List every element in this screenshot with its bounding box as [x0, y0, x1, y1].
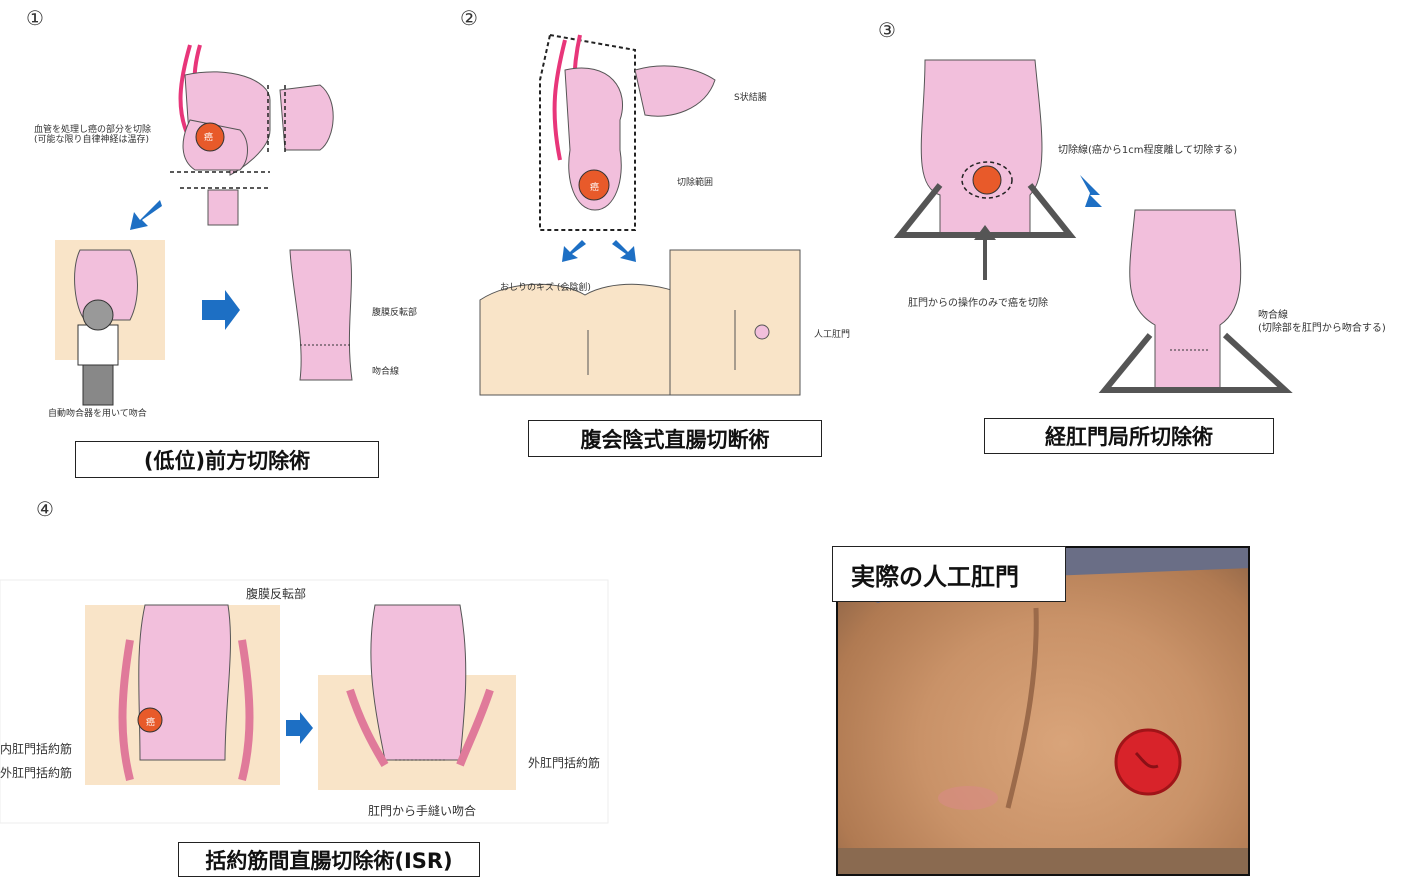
- p3-title: 経肛門局所切除術: [984, 418, 1274, 454]
- p4-peritoneal-label: 腹膜反転部: [246, 585, 306, 602]
- diagram-low-anterior-resection: [30, 40, 430, 420]
- p4-handsewn-label: 肛門から手縫い吻合: [368, 802, 476, 819]
- p3-anal-op-label: 肛門からの操作のみで癌を切除: [908, 294, 1048, 309]
- p2-stoma-label: 人工肛門: [814, 327, 850, 340]
- p1-stapler-label: 自動吻合器を用いて吻合: [48, 406, 147, 419]
- p2-cancer-label: 癌: [590, 180, 599, 193]
- p4-internal-label: 内肛門括約筋: [0, 740, 72, 757]
- photo-title: 実際の人工肛門: [832, 546, 1066, 602]
- diagram-abdominoperineal-resection: [470, 30, 860, 400]
- p2-range-label: 切除範囲: [677, 175, 713, 188]
- p2-sigmoid-label: S状結腸: [734, 90, 767, 103]
- p4-title: 括約筋間直腸切除術(ISR): [178, 842, 480, 877]
- p2-title: 腹会陰式直腸切断術: [528, 420, 822, 457]
- diagram-intersphincteric-resection: [0, 580, 610, 825]
- p1-cancer-label: 癌: [204, 130, 213, 143]
- p1-peritoneal-label: 腹膜反転部: [372, 305, 417, 318]
- p3-cutline-label: 切除線(癌から1cm程度離して切除する): [1058, 141, 1237, 156]
- p3-anast-sub-label: (切除部を肛門から吻合する): [1258, 319, 1386, 334]
- p1-title: (低位)前方切除術: [75, 441, 379, 478]
- p1-vessel-sub-label: (可能な限り自律神経は温存): [34, 132, 149, 145]
- p4-cancer-label: 癌: [146, 715, 155, 728]
- panel-number-2: ②: [460, 6, 478, 30]
- p2-wound-label: おしりのキズ (会陰創): [500, 280, 591, 293]
- panel-number-4: ④: [36, 497, 54, 521]
- diagram-transanal-local-excision: [890, 45, 1400, 405]
- p1-anastomosis-label: 吻合線: [372, 364, 399, 377]
- panel-number-3: ③: [878, 18, 896, 42]
- panel-number-1: ①: [26, 6, 44, 30]
- p4-external-left-label: 外肛門括約筋: [0, 764, 72, 781]
- p4-external-right-label: 外肛門括約筋: [528, 754, 600, 771]
